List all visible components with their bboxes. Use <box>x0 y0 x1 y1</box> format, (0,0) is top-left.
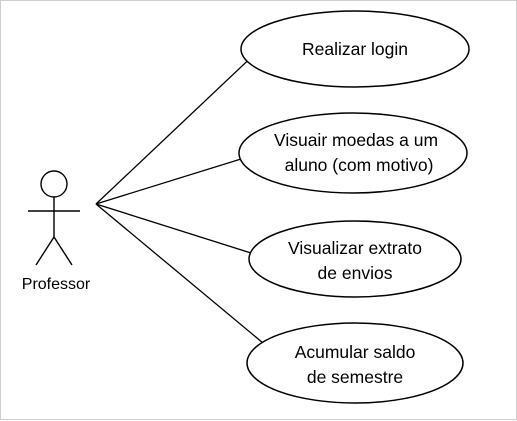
use-case-label-line2: aluno (com motivo) <box>285 155 434 175</box>
use-case-label-line1: Visualizar extrato <box>288 238 422 258</box>
use-case-label-line2: de semestre <box>307 367 403 387</box>
actor-label: Professor <box>22 276 91 293</box>
use-case-acumular-saldo[interactable]: Acumular saldo de semestre <box>246 322 464 404</box>
use-case-label-line1: Visuair moedas a um <box>274 130 438 150</box>
use-case-realizar-login[interactable]: Realizar login <box>240 10 470 88</box>
association-line-acumular-saldo <box>95 203 264 344</box>
use-case-ellipse <box>238 112 468 194</box>
actor-figure <box>28 170 80 266</box>
use-case-label-line1: Acumular saldo <box>295 342 416 362</box>
use-case-visuair-moedas[interactable]: Visuair moedas a um aluno (com motivo) <box>238 112 468 194</box>
use-case-ellipse <box>248 220 462 298</box>
association-line-visuair-moedas <box>95 158 242 205</box>
actor-right-leg <box>53 236 73 266</box>
actor-left-leg <box>35 236 55 266</box>
actor-head <box>40 170 68 198</box>
use-case-label: Realizar login <box>302 39 408 59</box>
use-case-ellipse <box>246 322 464 404</box>
use-case-label-line2: de envios <box>318 263 393 283</box>
use-case-visualizar-extrato[interactable]: Visualizar extrato de envios <box>248 220 462 298</box>
association-line-visualizar-extrato <box>95 203 252 254</box>
use-case-ellipse <box>240 10 470 88</box>
